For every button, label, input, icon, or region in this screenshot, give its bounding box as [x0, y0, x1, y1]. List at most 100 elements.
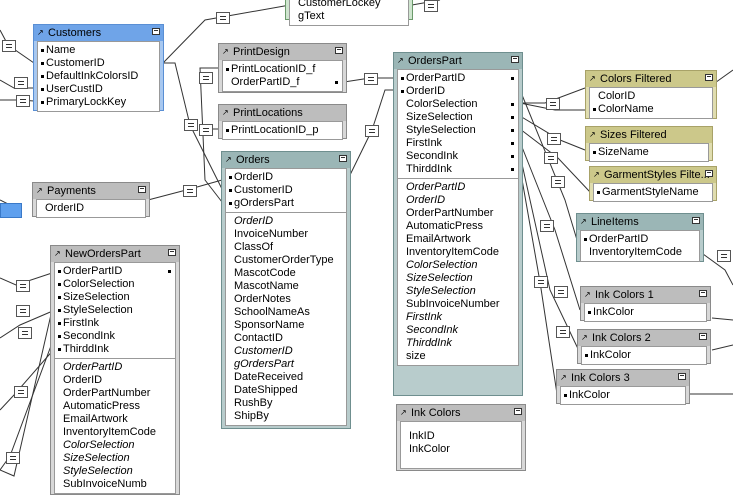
- relationship-glyph[interactable]: [183, 185, 197, 197]
- relationship-glyph[interactable]: [551, 176, 565, 188]
- table-colors-filtered[interactable]: ↗Colors Filtered ColorID ColorName: [585, 70, 717, 119]
- collapse-icon[interactable]: [699, 290, 707, 297]
- table-header[interactable]: ↗Payments: [33, 183, 149, 199]
- table-newordersparts[interactable]: ↗NewOrdersPart OrderPartID ColorSelectio…: [50, 245, 180, 495]
- table-ink-colors[interactable]: ↗Ink Colors InkID InkColor: [396, 404, 526, 471]
- arrow-icon: ↗: [37, 28, 44, 37]
- table-customers[interactable]: ↗Customers Name CustomerID DefaultInkCol…: [33, 24, 164, 112]
- field: OrderPartID: [63, 361, 123, 373]
- relationship-glyph[interactable]: [16, 305, 30, 317]
- relationship-glyph[interactable]: [544, 152, 558, 164]
- field: ThirddInk: [55, 343, 175, 356]
- key-marker: [511, 142, 514, 145]
- table-header[interactable]: ↗GarmentStyles Filte...: [590, 167, 716, 183]
- field: ThirddInk: [406, 337, 452, 349]
- relationship-glyph[interactable]: [554, 286, 568, 298]
- table-header[interactable]: ↗Sizes Filtered: [586, 127, 712, 143]
- table-header[interactable]: ↗Customers: [34, 25, 163, 41]
- arrow-icon: ↗: [560, 373, 567, 382]
- table-printdesign[interactable]: ↗PrintDesign PrintLocationID_f OrderPart…: [218, 43, 347, 93]
- relationship-glyph[interactable]: [184, 119, 198, 131]
- relationship-glyph[interactable]: [216, 12, 230, 24]
- field: OrderNotes: [234, 293, 291, 305]
- table-header[interactable]: ↗Ink Colors 2: [578, 330, 710, 346]
- field: SecondInk: [55, 330, 175, 343]
- table-garmentstyles-filtered[interactable]: ↗GarmentStyles Filte... GarmentStyleName: [589, 166, 717, 202]
- field: InventoryItemCode: [63, 426, 156, 438]
- arrow-icon: ↗: [397, 56, 404, 65]
- table-header[interactable]: ↗NewOrdersPart: [51, 246, 179, 262]
- table-sizes-filtered[interactable]: ↗Sizes Filtered SizeName: [585, 126, 713, 162]
- collapse-icon[interactable]: [705, 170, 713, 177]
- field: InvoiceNumber: [234, 228, 308, 240]
- table-ink-colors-3[interactable]: ↗Ink Colors 3 InkColor: [556, 369, 690, 405]
- field: OrderPartID: [398, 72, 518, 85]
- table-printlocations[interactable]: ↗PrintLocations PrintLocationID_p: [218, 104, 347, 140]
- table-orderspart[interactable]: ↗OrdersPart OrderPartID OrderID ColorSel…: [393, 52, 523, 396]
- relationship-glyph[interactable]: [540, 220, 554, 232]
- relationship-glyph[interactable]: [534, 276, 548, 288]
- relationship-glyph[interactable]: [424, 0, 438, 12]
- table-header[interactable]: ↗Ink Colors 1: [581, 287, 710, 303]
- arrow-icon: ↗: [400, 408, 407, 417]
- collapse-icon[interactable]: [138, 186, 146, 193]
- collapse-icon[interactable]: [511, 56, 519, 63]
- relationship-glyph[interactable]: [18, 327, 32, 339]
- relationship-glyph[interactable]: [14, 386, 28, 398]
- collapse-icon[interactable]: [168, 249, 176, 256]
- relationship-glyph[interactable]: [16, 280, 30, 292]
- collapse-icon[interactable]: [678, 373, 686, 380]
- relationship-glyph[interactable]: [547, 133, 561, 145]
- table-header[interactable]: ↗OrdersPart: [394, 53, 522, 69]
- table-header[interactable]: ↗PrintDesign: [219, 44, 346, 60]
- table-header[interactable]: ↗Orders: [222, 152, 350, 168]
- table-occurrence-partial[interactable]: CustomerLockey gText: [285, 0, 413, 26]
- field-label: ColorSelection: [406, 98, 478, 110]
- relationship-glyph[interactable]: [199, 72, 213, 84]
- relationship-glyph[interactable]: [717, 250, 731, 262]
- relationship-glyph[interactable]: [16, 95, 30, 107]
- table-title: PrintDesign: [233, 46, 290, 58]
- table-lineitems[interactable]: ↗LineItems OrderPartID InventoryItemCode: [576, 213, 704, 262]
- field: OrderID: [398, 85, 518, 98]
- table-ink-colors-2[interactable]: ↗Ink Colors 2 InkColor: [577, 329, 711, 365]
- collapse-icon[interactable]: [699, 333, 707, 340]
- field: ColorSelection: [406, 259, 478, 271]
- field: gOrdersPart: [226, 197, 346, 210]
- relationship-glyph[interactable]: [364, 73, 378, 85]
- field: gOrdersPart: [234, 358, 294, 370]
- table-title: Sizes Filtered: [600, 129, 667, 141]
- table-payments[interactable]: ↗Payments OrderID: [32, 182, 150, 218]
- relationship-glyph[interactable]: [6, 452, 20, 464]
- collapse-icon[interactable]: [152, 28, 160, 35]
- relationship-glyph[interactable]: [546, 98, 560, 110]
- key-marker: [511, 116, 514, 119]
- field: AutomaticPress: [63, 400, 141, 412]
- table-header[interactable]: ↗LineItems: [577, 214, 703, 230]
- field: InkColor: [561, 389, 685, 402]
- collapse-icon[interactable]: [514, 408, 522, 415]
- field: InkColor: [409, 443, 450, 455]
- table-ink-colors-1[interactable]: ↗Ink Colors 1 InkColor: [580, 286, 711, 322]
- field-label: OrderPartID_f: [231, 76, 300, 88]
- field: Name: [38, 44, 159, 57]
- field: SponsorName: [234, 319, 305, 331]
- field: RushBy: [234, 397, 273, 409]
- key-marker: [335, 81, 338, 84]
- collapse-icon[interactable]: [692, 217, 700, 224]
- field: FirstInk: [398, 137, 518, 150]
- collapse-icon[interactable]: [705, 74, 713, 81]
- relationship-glyph[interactable]: [2, 40, 16, 52]
- table-header[interactable]: ↗Ink Colors: [397, 405, 525, 421]
- relationship-glyph[interactable]: [365, 125, 379, 137]
- relationship-glyph[interactable]: [199, 124, 213, 136]
- table-header[interactable]: ↗Ink Colors 3: [557, 370, 689, 386]
- collapse-icon[interactable]: [339, 155, 347, 162]
- table-orders[interactable]: ↗Orders OrderID CustomerID gOrdersPart O…: [221, 151, 351, 429]
- collapse-icon[interactable]: [335, 47, 343, 54]
- relationship-glyph[interactable]: [556, 326, 570, 338]
- field: InkColor: [585, 306, 706, 319]
- table-header[interactable]: ↗PrintLocations: [219, 105, 346, 121]
- relationship-glyph[interactable]: [14, 77, 28, 89]
- table-header[interactable]: ↗Colors Filtered: [586, 71, 716, 87]
